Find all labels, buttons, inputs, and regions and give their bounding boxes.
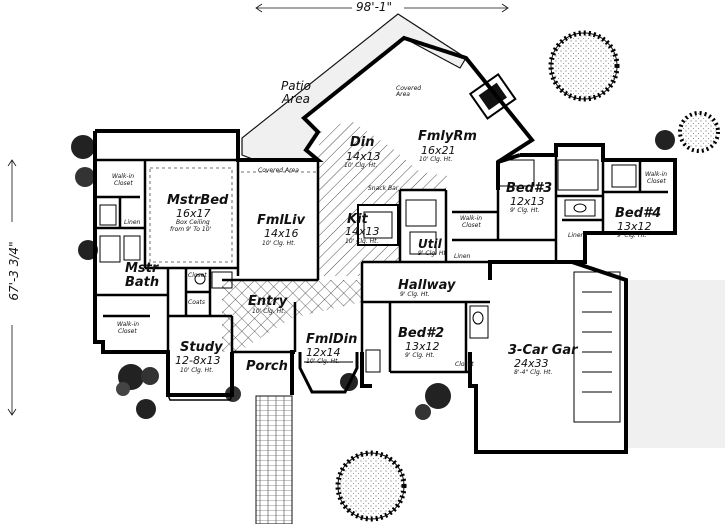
mstrbed-name: MstrBed [167,193,229,208]
garage-note: 8'-4" Clg. Ht. [514,369,553,376]
closet-bed2: Closet [455,361,474,368]
driveway [627,280,725,448]
linen-bed4: Linen [568,232,585,239]
fmlyrm-size: 16x21 [421,144,456,157]
din-size: 14x13 [346,150,381,163]
coats-closet: Coats [188,299,206,306]
bed3-note: 9' Clg. Ht. [510,207,540,214]
bed4-note: 9' Clg. Ht. [617,232,647,239]
walkin-master-top-1: Walk-in [112,173,135,180]
entry-floor [222,280,362,352]
study-note: 10' Clg. Ht. [180,367,214,374]
fmlyrm-note: 10' Clg. Ht. [419,156,453,163]
walkin-master-bottom-2: Closet [118,328,137,335]
interior-walls [95,155,668,374]
hallway-note: 9' Clg. Ht. [400,291,430,298]
bed4-name: Bed#4 [615,206,662,221]
walkin-bed4-2: Closet [647,178,666,185]
fmldin-size: 12x14 [306,346,341,359]
bed2-note: 9' Clg. Ht. [405,352,435,359]
fireplace [468,72,517,120]
walkin-master-bottom-1: Walk-in [117,321,140,328]
garage-name: 3-Car Gar [508,343,578,358]
kit-note: 10' Clg. Ht. [345,238,379,245]
mstrbed-note1: Box Ceiling [176,219,210,226]
din-note: 10' Clg. Ht. [344,162,378,169]
kitchen-floor [318,120,448,276]
fmlliv-note: 10' Clg. Ht. [262,240,296,247]
kit-size: 14x13 [345,225,380,238]
fmldin-name: FmlDin [306,332,358,347]
entry-name: Entry [248,294,288,309]
covered-area-top-label: Covered Area [396,85,422,99]
garage-size: 24x33 [514,357,549,370]
landscape-trees [71,30,720,522]
study-window [167,394,233,401]
study-size: 12-8x13 [175,354,221,367]
fmlyrm-name: FmlyRm [418,129,477,144]
walkin-bed3-1: Walk-in [460,215,483,222]
util-name: Util [418,237,442,251]
linen-util: Linen [454,253,471,260]
closet-entry: Closet [188,272,207,279]
porch-name: Porch [246,359,288,374]
util-note: 9' Clg. Ht. [418,250,448,257]
bed3-name: Bed#3 [506,181,553,196]
walkin-bed4-1: Walk-in [645,171,668,178]
linen-master: Linen [124,219,141,226]
hallway-name: Hallway [398,278,456,293]
bed2-size: 13x12 [405,340,440,353]
depth-dimension-line [7,159,17,416]
bed2-name: Bed#2 [398,326,445,341]
front-walk [255,395,293,524]
width-dimension-line [255,3,509,13]
fmlliv-name: FmlLiv [257,213,306,228]
study-name: Study [180,340,223,355]
fixtures [99,159,637,423]
mstr-bath-name-1: Mstr [125,261,159,276]
box-ceiling-outline [149,167,233,263]
walkin-master-top-2: Closet [114,180,133,187]
fmlliv-size: 14x16 [264,227,299,240]
fmldin-bay-window [298,352,359,394]
bed4-size: 13x12 [617,220,652,233]
width-dimension: 98'-1" [356,0,393,14]
covered-area-bedroom-label: Covered Area [258,167,299,174]
fmldin-note: 10' Clg. Ht. [306,358,340,365]
entry-note: 10' Clg. Ht. [252,308,286,315]
walkin-bed3-2: Closet [462,222,481,229]
snack-bar-label: Snack Bar [368,185,399,192]
din-name: Din [350,135,375,150]
mstr-bath-name-2: Bath [125,275,160,290]
bed3-size: 12x13 [510,195,545,208]
patio-label: Patio Area [281,79,311,106]
kit-name: Kit [347,212,368,227]
depth-dimension: 67'-3 3/4" [7,241,21,301]
mstrbed-size: 16x17 [176,207,211,220]
mstrbed-note2: from 9' To 10' [170,226,212,233]
